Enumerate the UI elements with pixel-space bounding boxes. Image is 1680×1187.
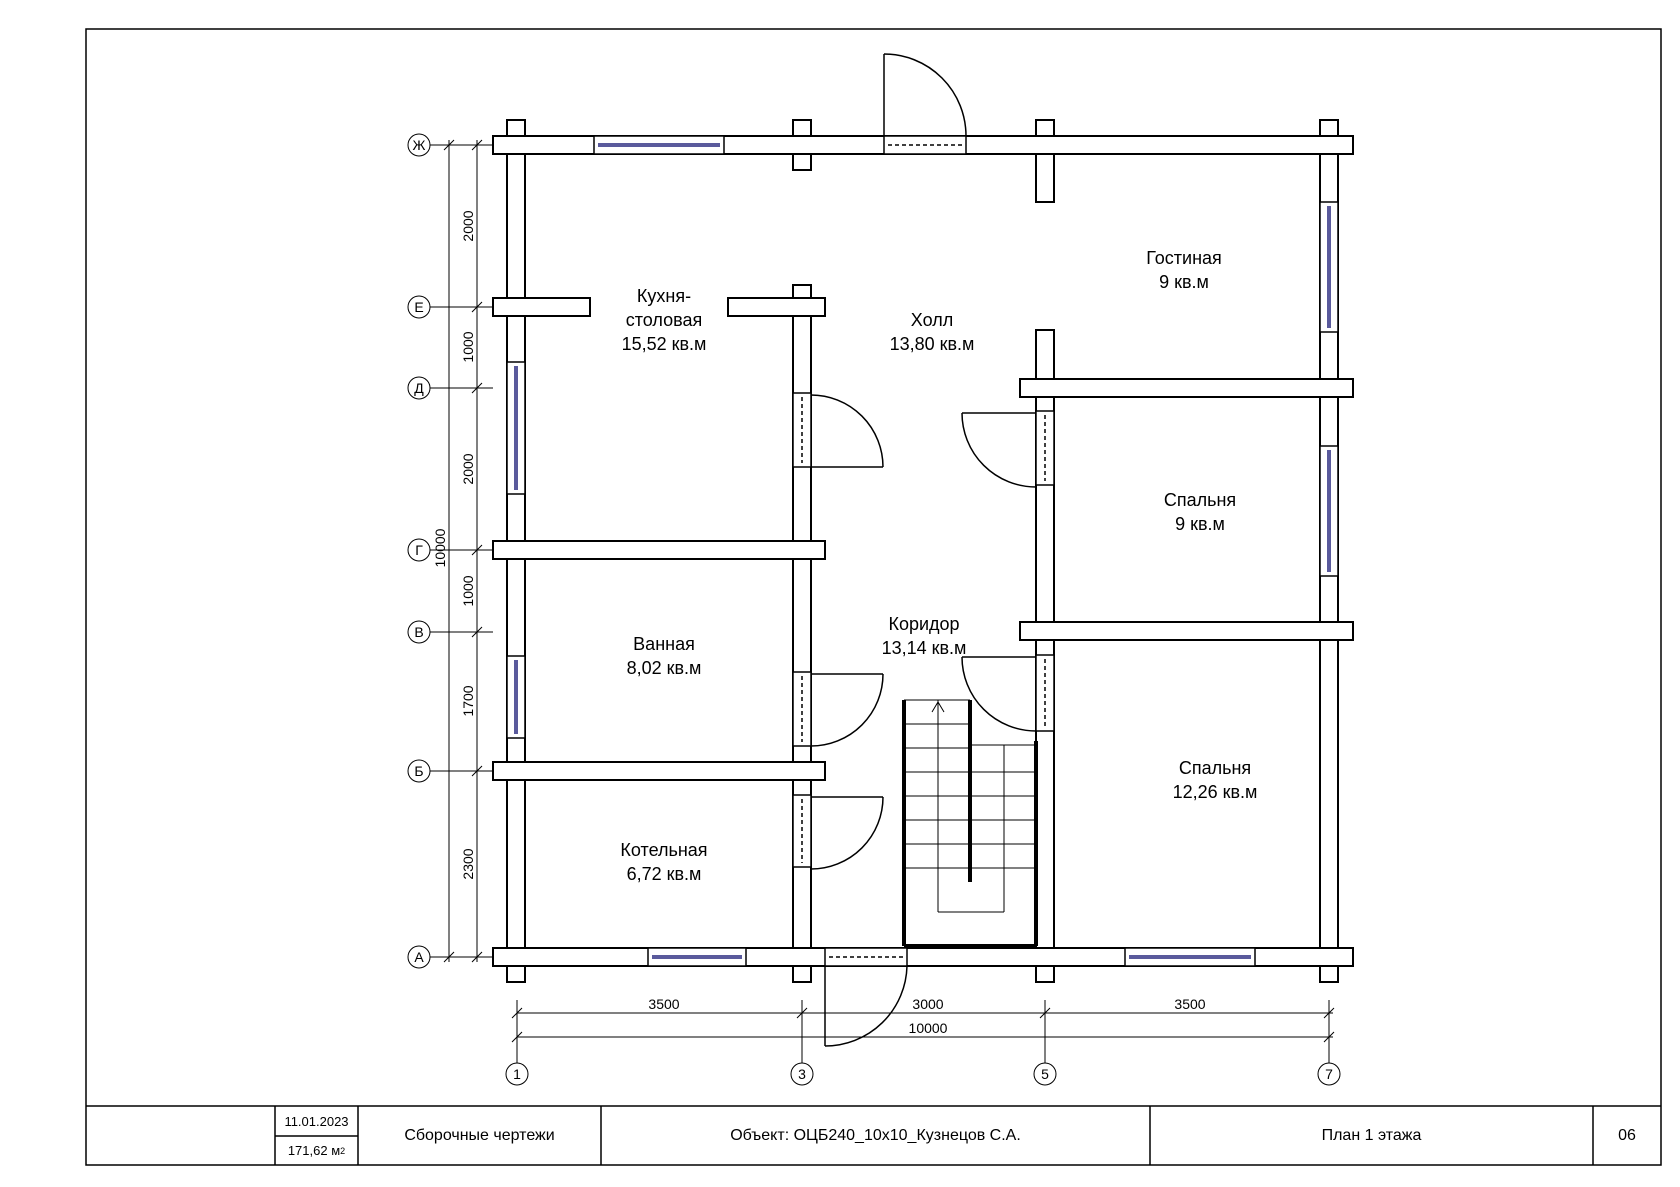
room-name: Котельная (620, 840, 707, 860)
vertical-dimension: 2000 (460, 453, 476, 484)
room-name: Коридор (888, 614, 959, 634)
row-axis-label: Е (414, 299, 423, 315)
vertical-dimension: 2000 (460, 210, 476, 241)
horizontal-dimension: 3000 (912, 996, 943, 1012)
row-axis-label: Б (414, 763, 423, 779)
room-name: Ванная (633, 634, 695, 654)
room-name: Холл (911, 310, 953, 330)
vertical-dimension-total: 10000 (432, 528, 448, 567)
vertical-dimension: 1700 (460, 685, 476, 716)
column-axes (505, 1062, 1341, 1086)
title-block-grid (86, 1105, 1661, 1165)
horizontal-dimension: 3500 (648, 996, 679, 1012)
row-axis-label: Ж (413, 137, 426, 153)
horizontal-dimension: 3500 (1174, 996, 1205, 1012)
horizontal-dimension-total: 10000 (909, 1020, 948, 1036)
room-name: столовая (626, 310, 703, 330)
row-axis-label: Д (414, 380, 424, 396)
vertical-dimension: 1000 (460, 331, 476, 362)
room-area: 15,52 кв.м (622, 334, 707, 354)
room-name: Гостиная (1146, 248, 1222, 268)
column-axis-label: 1 (513, 1066, 521, 1082)
column-axis-label: 5 (1041, 1066, 1049, 1082)
area-value: 171,62 м (287, 1143, 341, 1158)
column-axis-label: 3 (798, 1066, 806, 1082)
horizontal-dimension-lines (511, 1000, 1335, 1063)
vertical-dimension: 2300 (460, 848, 476, 879)
title-block-object: Объект: ОЦБ240_10х10_Кузнецов С.А. (730, 1126, 1021, 1144)
staircase (902, 699, 1038, 948)
vertical-dimension-lines (443, 139, 483, 963)
sheet-frame (85, 28, 1662, 1166)
room-name: Спальня (1164, 490, 1236, 510)
windows (506, 135, 1339, 967)
title-block-sheet-number: 06 (1618, 1126, 1636, 1144)
room-name: Кухня- (637, 286, 691, 306)
vertical-dimension: 1000 (460, 575, 476, 606)
title-block-date: 11.01.2023 (284, 1113, 349, 1129)
room-name: Спальня (1179, 758, 1251, 778)
title-block-section: Сборочные чертежи (404, 1126, 555, 1144)
room-area: 8,02 кв.м (627, 658, 702, 678)
room-area: 13,14 кв.м (882, 638, 967, 658)
title-block-sheet-name: План 1 этажа (1321, 1126, 1422, 1144)
room-area: 13,80 кв.м (890, 334, 975, 354)
room-area: 6,72 кв.м (627, 864, 702, 884)
room-area: 12,26 кв.м (1173, 782, 1258, 802)
row-axis-label: Г (415, 542, 423, 558)
doors (792, 53, 1055, 1047)
row-axes (407, 133, 493, 969)
row-axis-label: В (414, 624, 423, 640)
room-area: 9 кв.м (1159, 272, 1209, 292)
row-axis-label: А (414, 949, 424, 965)
room-area: 9 кв.м (1175, 514, 1225, 534)
area-unit-superscript: 2 (340, 1145, 346, 1156)
column-axis-label: 7 (1325, 1066, 1333, 1082)
